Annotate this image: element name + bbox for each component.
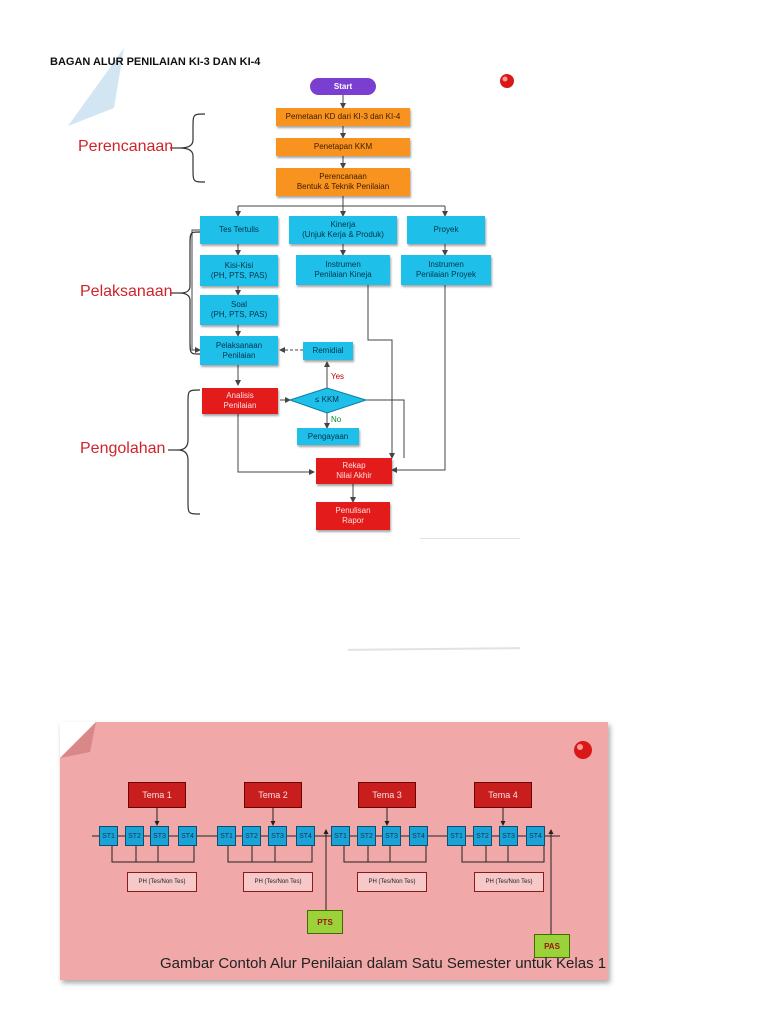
instrumen-kinerja-box: Instrumen Penilaian Kineja xyxy=(296,255,390,285)
panel-folded-corner xyxy=(60,722,96,758)
pushpin-icon xyxy=(500,74,514,88)
pemetaan-box: Pemetaan KD dari KI-3 dan KI-4 xyxy=(276,108,410,126)
penetapan-kkm-box: Penetapan KKM xyxy=(276,138,410,156)
document-title: BAGAN ALUR PENILAIAN KI-3 DAN KI-4 xyxy=(50,56,261,68)
start-label: Start xyxy=(333,81,353,91)
proyek-box: Proyek xyxy=(407,216,485,244)
tema-4: Tema 4 xyxy=(474,782,532,808)
subtema-st3: ST3 xyxy=(499,826,518,846)
figure-caption: Gambar Contoh Alur Penilaian dalam Satu … xyxy=(160,955,607,972)
subtema-st1: ST1 xyxy=(331,826,350,846)
no-label: No xyxy=(331,415,342,424)
pengayaan-box: Pengayaan xyxy=(297,428,359,445)
subtema-st4: ST4 xyxy=(296,826,315,846)
subtema-st1: ST1 xyxy=(447,826,466,846)
subtema-st2: ST2 xyxy=(242,826,261,846)
soal-box: Soal (PH, PTS, PAS) xyxy=(200,295,278,325)
analisis-penilaian-box: Analisis Penilaian xyxy=(202,388,278,414)
subtema-st4: ST4 xyxy=(409,826,428,846)
kisi-kisi-box: Kisi-Kisi (PH, PTS, PAS) xyxy=(200,255,278,286)
ph-box: PH (Tes/Non Tes) xyxy=(357,872,427,892)
subtema-st2: ST2 xyxy=(125,826,144,846)
subtema-st2: ST2 xyxy=(357,826,376,846)
subtema-st3: ST3 xyxy=(150,826,169,846)
tes-tertulis-box: Tes Tertulis xyxy=(200,216,278,244)
kinerja-box: Kinerja (Unjuk Kerja & Produk) xyxy=(289,216,397,244)
remidial-box: Remidial xyxy=(303,342,353,360)
ph-box: PH (Tes/Non Tes) xyxy=(474,872,544,892)
rekap-nilai-box: Rekap Nilai Akhir xyxy=(316,458,392,484)
subtema-st4: ST4 xyxy=(526,826,545,846)
pts-box: PTS xyxy=(307,910,343,934)
start-terminal: Start xyxy=(310,78,376,95)
ph-box: PH (Tes/Non Tes) xyxy=(127,872,197,892)
subtema-st1: ST1 xyxy=(99,826,118,846)
tema-1: Tema 1 xyxy=(128,782,186,808)
subtema-st2: ST2 xyxy=(473,826,492,846)
phase-perencanaan: Perencanaan xyxy=(78,138,174,155)
pas-box: PAS xyxy=(534,934,570,958)
subtema-st3: ST3 xyxy=(382,826,401,846)
flowchart-connectors xyxy=(168,95,448,515)
instrumen-proyek-box: Instrumen Penilaian Proyek xyxy=(401,255,491,285)
perencanaan-box: Perencanaan Bentuk & Teknik Penilaian xyxy=(276,168,410,196)
semester-panel xyxy=(60,722,608,980)
tema-2: Tema 2 xyxy=(244,782,302,808)
kkm-decision-label: ≤ KKM xyxy=(315,395,339,404)
pelaksanaan-penilaian-box: Pelaksanaan Penilaian xyxy=(200,336,278,365)
phase-pengolahan: Pengolahan xyxy=(80,440,166,457)
tema-3: Tema 3 xyxy=(358,782,416,808)
divider xyxy=(420,538,520,539)
page-curl-decoration xyxy=(68,48,124,126)
ph-box: PH (Tes/Non Tes) xyxy=(243,872,313,892)
yes-label: Yes xyxy=(331,372,345,381)
subtema-st1: ST1 xyxy=(217,826,236,846)
penulisan-rapor-box: Penulisan Rapor xyxy=(316,502,390,530)
subtema-st3: ST3 xyxy=(268,826,287,846)
subtema-st4: ST4 xyxy=(178,826,197,846)
phase-pelaksanaan: Pelaksanaan xyxy=(80,283,173,300)
pushpin-icon xyxy=(574,741,592,759)
